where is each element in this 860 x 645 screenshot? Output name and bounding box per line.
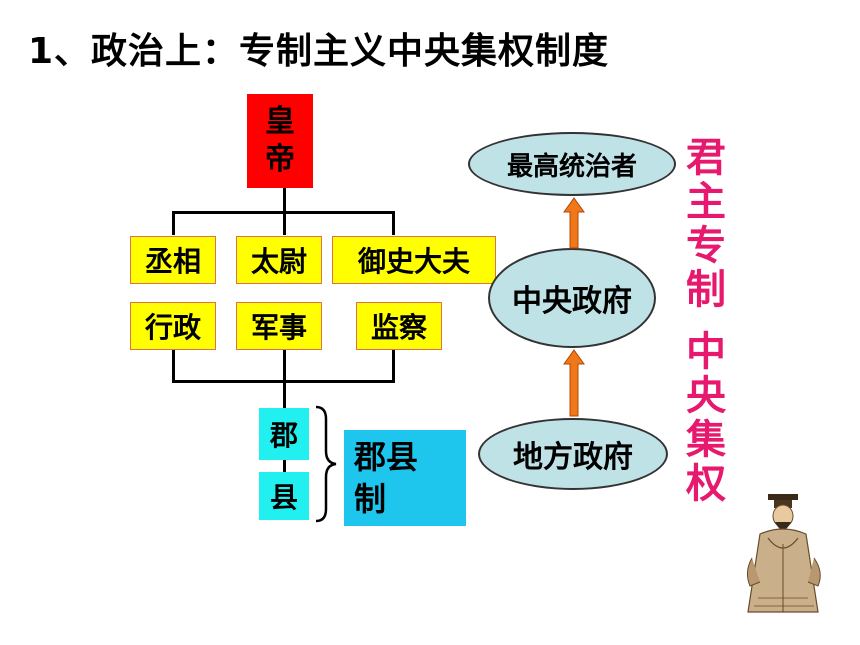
duty-military-label: 军事 (250, 311, 307, 344)
side-char: 主 (686, 179, 726, 225)
side-char: 权 (686, 461, 726, 507)
official-imperial-censor: 御史大夫 (332, 236, 496, 284)
official-grand-commandant: 太尉 (236, 236, 322, 284)
local-commandery-label: 郡 (269, 419, 298, 452)
emperor-figure-image (746, 494, 821, 613)
emperor-char-2: 帝 (265, 142, 295, 177)
side-char: 制 (686, 267, 726, 313)
connector-right-rise (392, 350, 395, 382)
duty-administration-label: 行政 (144, 311, 201, 344)
connector-left-drop (172, 211, 175, 235)
official-chancellor-label: 丞相 (144, 245, 201, 278)
arrow-up-icon (563, 349, 585, 417)
brace-icon (315, 405, 337, 523)
side-char: 君 (686, 135, 726, 181)
ellipse-local-government: 地方政府 (478, 418, 668, 490)
local-county-label: 县 (269, 481, 298, 514)
connector-right-drop (392, 211, 395, 235)
side-label-autocracy: 君 主 专 制 (684, 136, 728, 312)
connector-emperor-down (283, 188, 286, 213)
local-government-label: 地方政府 (513, 440, 633, 475)
official-grand-commandant-label: 太尉 (250, 245, 307, 278)
official-chancellor: 丞相 (130, 236, 216, 284)
local-county: 县 (259, 472, 309, 520)
side-label-centralization: 中 央 集 权 (684, 330, 728, 506)
connector-mid-drop (283, 211, 286, 235)
page-title: 1、政治上：专制主义中央集权制度 (28, 31, 610, 72)
local-commandery: 郡 (259, 408, 309, 460)
supreme-ruler-label: 最高统治者 (506, 151, 637, 182)
duty-supervision-label: 监察 (370, 311, 427, 344)
side-char: 集 (686, 417, 726, 463)
side-char: 中 (686, 329, 726, 375)
duty-administration: 行政 (130, 302, 216, 350)
system-box: 郡县 制 (344, 430, 466, 526)
emperor-char-1: 皇 (265, 104, 295, 139)
official-imperial-censor-label: 御史大夫 (357, 245, 470, 278)
system-label-line-2: 制 (354, 480, 387, 518)
connector-left-rise (172, 350, 175, 382)
ellipse-central-government: 中央政府 (488, 248, 656, 348)
ellipse-supreme-ruler: 最高统治者 (468, 132, 676, 196)
duty-military: 军事 (236, 302, 322, 350)
connector-to-local (283, 350, 286, 408)
system-label-line-1: 郡县 (354, 438, 419, 476)
connector-jun-xian (283, 460, 286, 472)
arrow-up-icon (563, 197, 585, 249)
duty-supervision: 监察 (356, 302, 442, 350)
central-government-label: 中央政府 (512, 284, 632, 319)
side-char: 专 (686, 223, 726, 269)
side-char: 央 (686, 373, 726, 419)
emperor-box: 皇 帝 (247, 94, 313, 188)
